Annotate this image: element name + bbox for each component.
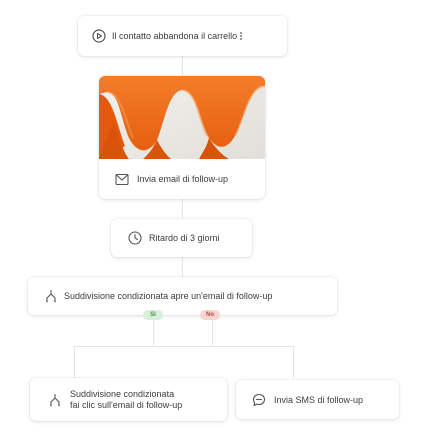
sms-icon: [252, 393, 266, 407]
yes-branch-badge[interactable]: Sì: [143, 310, 163, 320]
connector-no: [212, 320, 213, 346]
no-branch-badge[interactable]: No: [200, 310, 220, 320]
split-click-email-label-line2: fai clic sull'email di follow-up: [70, 399, 183, 410]
connector-branch-horizontal: [74, 346, 294, 347]
play-circle-icon: [92, 29, 106, 43]
split-click-email-label-line1: Suddivisione condizionata: [70, 388, 175, 399]
delay-node[interactable]: Ritardo di 3 giorni: [111, 219, 252, 257]
split-icon: [44, 289, 58, 303]
trigger-node[interactable]: Il contatto abbandona il carrello: [78, 16, 287, 56]
split-node-open-email[interactable]: Suddivisione condizionata apre un'email …: [28, 277, 337, 315]
connector-branch-left: [74, 346, 75, 378]
connector-email-delay: [182, 199, 183, 219]
email-node[interactable]: Invia email di follow-up: [99, 76, 265, 199]
email-preview-image: [99, 76, 265, 159]
sms-label: Invia SMS di follow-up: [274, 394, 364, 405]
split-icon: [48, 393, 62, 407]
split-node-click-email[interactable]: Suddivisione condizionata fai clic sull'…: [30, 378, 227, 421]
split-open-email-label: Suddivisione condizionata apre un'email …: [64, 291, 273, 301]
connector-trigger-email: [182, 56, 183, 76]
delay-label: Ritardo di 3 giorni: [149, 233, 220, 243]
trigger-label: Il contatto abbandona il carrello: [112, 31, 238, 41]
connector-yes: [153, 320, 154, 346]
mail-icon: [115, 172, 129, 186]
email-label: Invia email di follow-up: [137, 174, 229, 184]
more-vertical-icon[interactable]: [239, 31, 243, 41]
clock-icon: [128, 231, 142, 245]
sms-node[interactable]: Invia SMS di follow-up: [236, 380, 399, 419]
connector-delay-split: [182, 257, 183, 277]
connector-branch-right: [293, 346, 294, 378]
